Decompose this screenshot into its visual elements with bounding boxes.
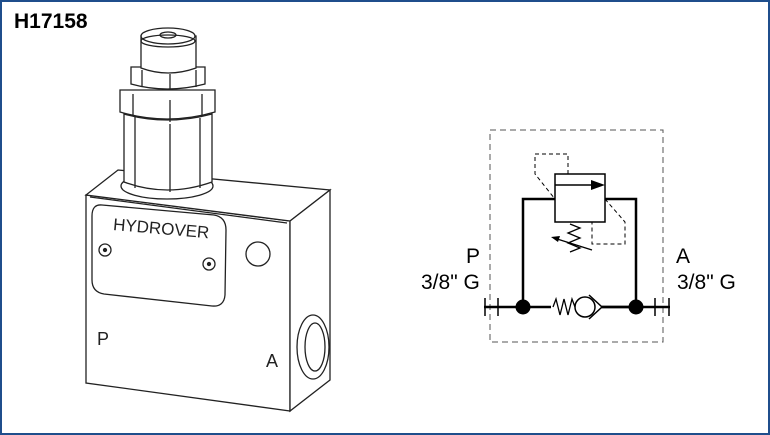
product-port-p-label: P (97, 329, 110, 349)
check-ball-icon (574, 296, 596, 318)
flow-arrow-icon (591, 180, 605, 190)
cartridge-hex-body (123, 113, 213, 191)
adjustable-arrow-icon (551, 236, 560, 242)
block-side-face (289, 188, 331, 413)
plug-hole (245, 241, 271, 267)
hex-socket-icon (159, 31, 177, 39)
plate-screw-icon (98, 243, 112, 257)
port-a-hole (296, 314, 330, 380)
relief-valve-box (554, 173, 606, 223)
adjuster-cap (140, 35, 197, 74)
schematic-port-p-thread: 3/8" G (421, 271, 480, 294)
junction-dot (515, 299, 531, 315)
upper-hex (130, 66, 206, 90)
product-code: H17158 (14, 10, 88, 33)
lock-nut (119, 89, 216, 120)
schematic-port-a-thread: 3/8" G (677, 271, 736, 294)
schematic-port-a-name: A (676, 245, 691, 268)
junction-dot (628, 299, 644, 315)
name-plate (91, 204, 227, 307)
dashed-envelope (489, 129, 664, 343)
relief-spring-icon (566, 223, 582, 253)
schematic-port-p-name: P (466, 245, 481, 268)
plate-screw-icon (202, 257, 216, 271)
product-port-a-label: A (266, 351, 279, 371)
check-spring-icon (552, 296, 576, 316)
